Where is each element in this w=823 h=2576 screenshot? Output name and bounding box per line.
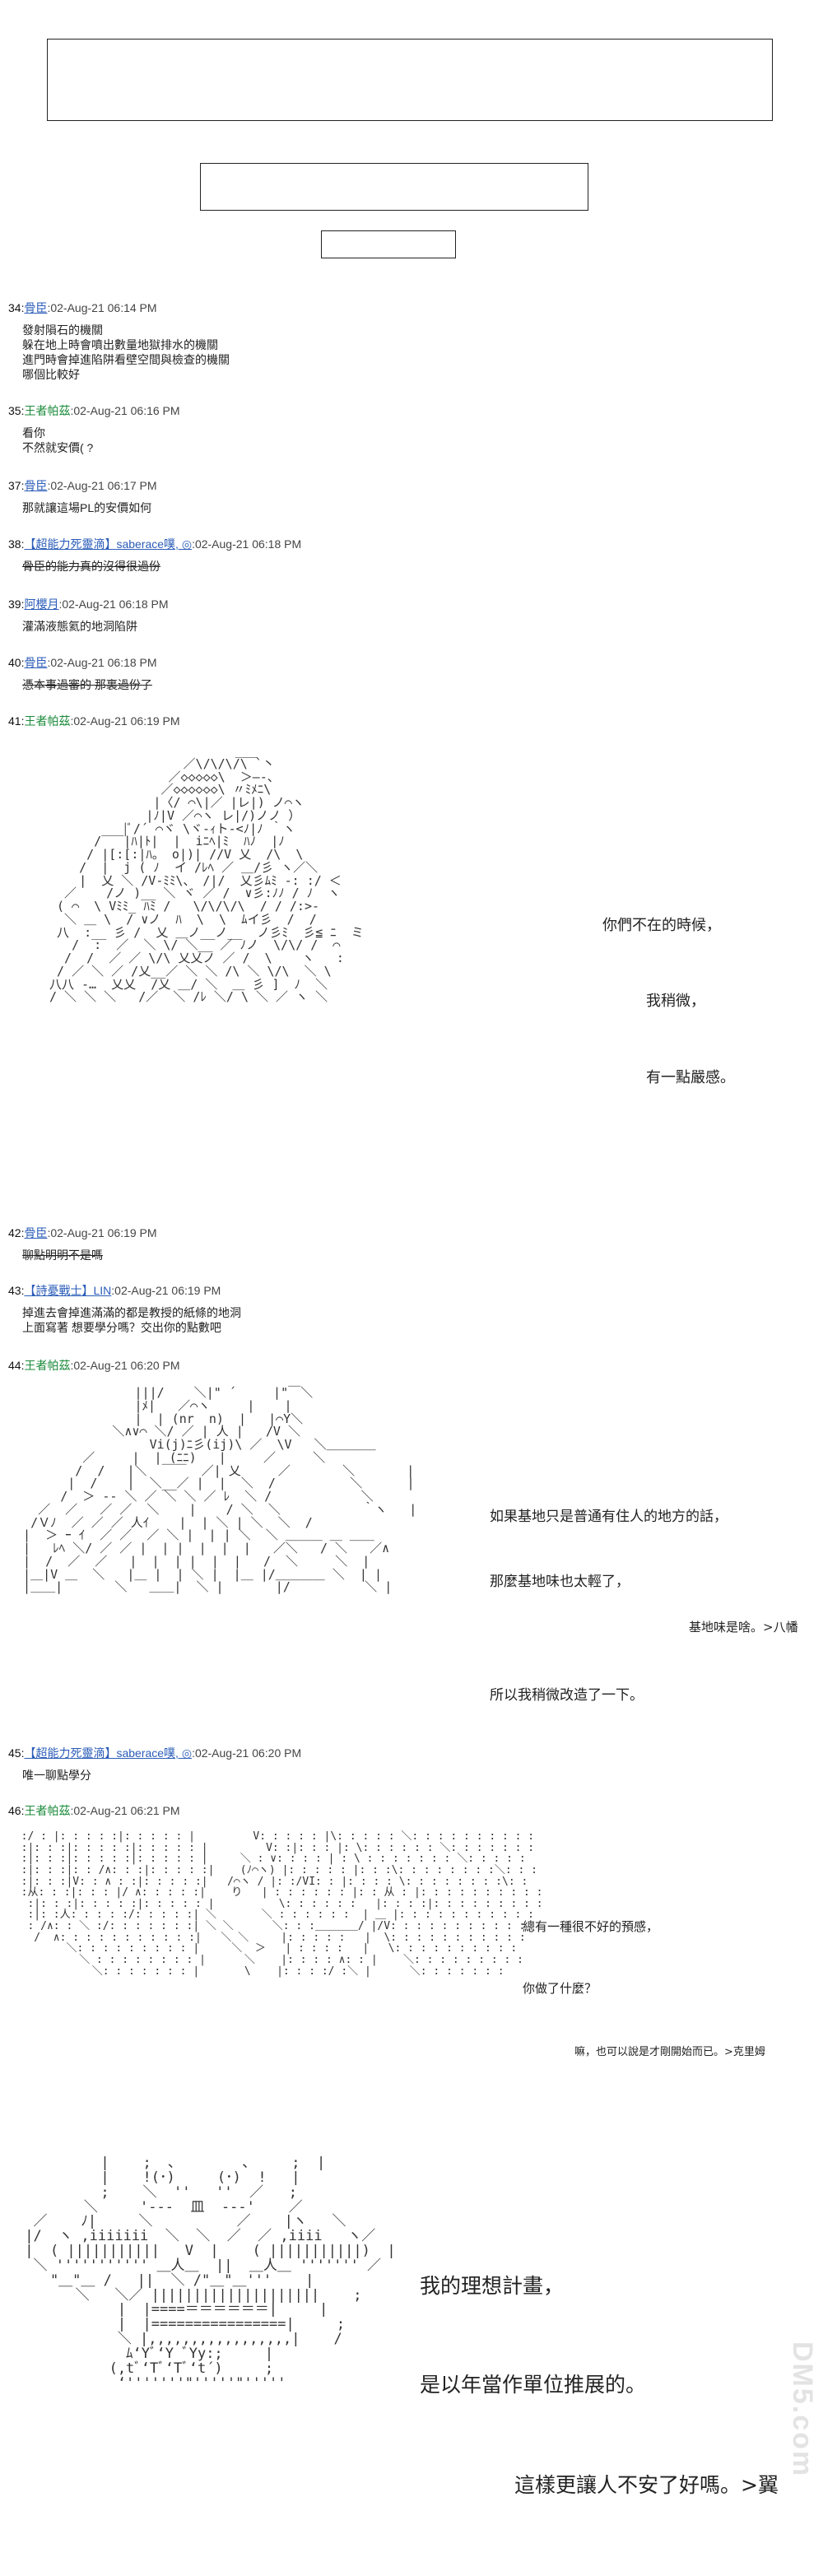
poster-name[interactable]: 【超能力死靈滴】saberace噗, ◎: [24, 537, 193, 551]
caption: 是以年當作單位推展的。: [420, 2373, 647, 2397]
caption: 總有一種很不好的預感，: [523, 1919, 659, 1934]
poster-name[interactable]: 【詩憂戰士】LIN: [24, 1284, 112, 1297]
subtitle-box: [200, 163, 588, 211]
caption: 基地味是啥。>八幡: [689, 1620, 798, 1634]
ascii-art-character-1: ___ ／\/\/\/\ `丶 ／◇◇◇◇◇\ ＞—-、 ／◇◇◇◇◇◇\ 〃ﾐ…: [49, 743, 364, 1005]
poster-name[interactable]: 阿櫻月: [24, 598, 59, 611]
post-40: 40:骨臣:02-Aug-21 06:18 PM 憑本事過審的 那裏過份了: [8, 654, 798, 692]
post-42: 42:骨臣:02-Aug-21 06:19 PM 聊點明明不是嗎: [8, 1225, 798, 1262]
post-38: 38:【超能力死靈滴】saberace噗, ◎:02-Aug-21 06:18 …: [8, 536, 798, 574]
watermark: DM5.com: [787, 2341, 818, 2477]
post-41: 41:王者帕茲:02-Aug-21 06:19 PM: [8, 714, 180, 728]
poster-name[interactable]: 骨臣: [24, 301, 48, 314]
post-body: 發射隕石的機關 躲在地上時會噴出數量地獄排水的機關 進門時會掉進陷阱看壁空間與檢…: [22, 323, 230, 381]
post-body: 看你 不然就安價( ?: [22, 426, 94, 454]
poster-name[interactable]: 骨臣: [24, 656, 48, 669]
post-body: 聊點明明不是嗎: [22, 1248, 103, 1262]
poster-name[interactable]: 王者帕茲: [24, 1804, 71, 1817]
caption: 如果基地只是普通有住人的地方的話，: [490, 1509, 728, 1525]
post-44: 44:王者帕茲:02-Aug-21 06:20 PM: [8, 1359, 180, 1372]
post-39: 39:阿櫻月:02-Aug-21 06:18 PM 灌滿液態氦的地洞陷阱: [8, 596, 798, 634]
poster-name[interactable]: 骨臣: [24, 1226, 48, 1239]
caption: 所以我稍微改造了一下。: [490, 1687, 644, 1704]
chapter-box: [321, 230, 456, 258]
post-body: 那就讓這場PL的安價如何: [22, 501, 152, 514]
post-46: 46:王者帕茲:02-Aug-21 06:21 PM: [8, 1804, 180, 1817]
poster-name[interactable]: 王者帕茲: [24, 714, 71, 728]
post-body: 唯一聊點學分: [22, 1769, 91, 1782]
ascii-art-character-4: | ; ､ ､ ; | | !(･) (･) ! | ; ＼ '' '' ／ ;…: [25, 2155, 396, 2392]
post-45: 45:【超能力死靈滴】saberace噗, ◎:02-Aug-21 06:20 …: [8, 1745, 798, 1783]
post-43: 43:【詩憂戰士】LIN:02-Aug-21 06:19 PM 掉進去會掉進滿滿…: [8, 1282, 798, 1335]
poster-name[interactable]: 骨臣: [24, 479, 48, 492]
poster-name[interactable]: 王者帕茲: [24, 1359, 71, 1372]
post-37: 37:骨臣:02-Aug-21 06:17 PM 那就讓這場PL的安價如何: [8, 477, 798, 515]
post-date: :02-Aug-21 06:14 PM: [47, 301, 157, 314]
caption: 你做了什麼？: [523, 1981, 597, 1996]
title-box: [47, 39, 773, 121]
post-body: 憑本事過審的 那裏過份了: [22, 678, 152, 691]
ascii-art-character-3: :/ : |: : : : :|: : : : : | V: : : : : |…: [21, 1830, 543, 1978]
caption: 你們不在的時候，: [602, 917, 721, 934]
post-body: 骨臣的能力真的沒得很過份: [22, 560, 160, 573]
caption: 那麼基地味也太輕了，: [490, 1574, 630, 1590]
poster-name[interactable]: 王者帕茲: [24, 404, 71, 417]
post-number: 34:: [8, 301, 25, 314]
caption: 我的理想計畫，: [420, 2274, 565, 2298]
caption: 有一點嚴感。: [646, 1069, 735, 1086]
post-body: 灌滿液態氦的地洞陷阱: [22, 620, 137, 633]
caption: 我稍微，: [646, 993, 705, 1010]
post-35: 35:王者帕茲:02-Aug-21 06:16 PM 看你 不然就安價( ?: [8, 402, 798, 455]
caption: 嘛，也可以說是才剛開始而已。>克里姆: [574, 2046, 765, 2058]
ascii-art-character-2: |||/ ＼|" ´ |"￣＼ |ﾒ| ／⌒ヽ | | | | (nr n) |…: [23, 1385, 417, 1595]
post-34: 34:骨臣:02-Aug-21 06:14 PM 發射隕石的機關 躲在地上時會噴…: [8, 300, 798, 382]
caption: 這樣更讓人不安了好嗎。>翼: [514, 2473, 779, 2497]
poster-name[interactable]: 【超能力死靈滴】saberace噗, ◎: [24, 1746, 193, 1760]
post-body: 掉進去會掉進滿滿的都是教授的紙條的地洞 上面寫著 想要學分嗎？交出你的點數吧: [22, 1306, 241, 1334]
